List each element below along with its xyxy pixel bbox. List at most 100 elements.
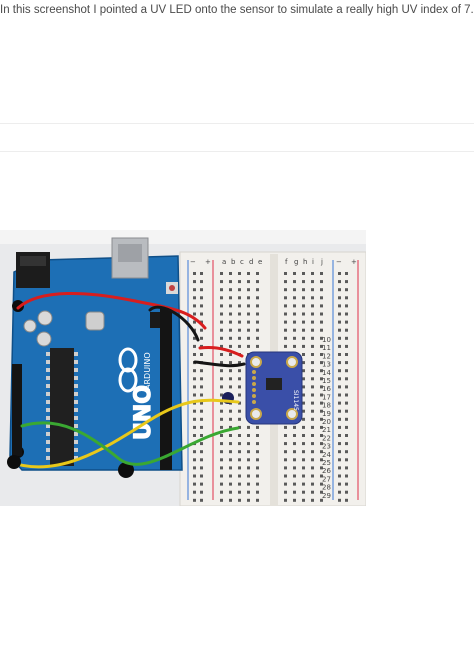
row-number: 15	[322, 377, 331, 385]
breadboard-hole	[238, 466, 241, 470]
breadboard-hole	[284, 312, 287, 316]
sensor-pin	[252, 382, 256, 386]
breadboard-hole	[220, 296, 223, 300]
sensor-pin	[252, 376, 256, 380]
breadboard-hole	[200, 377, 203, 381]
breadboard-hole	[247, 320, 250, 324]
breadboard-hole	[320, 417, 323, 421]
row-number: 16	[322, 385, 331, 393]
breadboard-hole	[238, 344, 241, 348]
breadboard-hole	[193, 393, 196, 397]
breadboard-hole	[302, 272, 305, 275]
breadboard-hole	[193, 409, 196, 413]
sensor-mount-hole	[250, 356, 262, 368]
breadboard-hole	[302, 369, 305, 373]
breadboard-hole	[200, 458, 203, 462]
breadboard-hole	[284, 466, 287, 470]
breadboard-hole	[229, 490, 232, 494]
breadboard-hole	[200, 328, 203, 332]
chip-pin	[74, 432, 78, 436]
breadboard-hole	[320, 409, 323, 413]
breadboard-hole	[311, 482, 314, 486]
breadboard-hole	[345, 353, 348, 356]
wire-green	[20, 421, 240, 466]
breadboard-hole	[238, 280, 241, 284]
breadboard-hole	[320, 425, 323, 429]
breadboard-hole	[247, 425, 250, 429]
breadboard-hole	[247, 442, 250, 446]
chip-pin	[46, 432, 50, 436]
breadboard-hole	[229, 320, 232, 324]
breadboard-hole	[238, 450, 241, 454]
breadboard-hole	[229, 312, 232, 316]
breadboard-hole	[193, 401, 196, 405]
breadboard-hole	[220, 474, 223, 478]
breadboard-hole	[302, 466, 305, 470]
breadboard-hole	[220, 336, 223, 340]
breadboard-hole	[345, 369, 348, 373]
breadboard-hole	[345, 320, 348, 324]
breadboard-hole	[338, 272, 341, 275]
breadboard-hole	[220, 425, 223, 429]
arduino-pcb	[9, 255, 183, 471]
breadboard-hole	[293, 482, 296, 486]
breadboard-hole	[293, 490, 296, 494]
breadboard-hole	[320, 458, 323, 462]
chip-pin	[46, 456, 50, 460]
breadboard-hole	[200, 369, 203, 373]
breadboard-hole	[338, 450, 341, 454]
breadboard-hole	[238, 320, 241, 324]
divider	[0, 151, 474, 152]
breadboard-hole	[200, 409, 203, 413]
breadboard-hole	[311, 344, 314, 348]
breadboard-hole	[338, 336, 341, 340]
breadboard-hole	[311, 385, 314, 389]
breadboard-hole	[200, 288, 203, 292]
breadboard-hole	[311, 442, 314, 446]
breadboard-hole	[238, 442, 241, 446]
arduino-model-text: UNO	[131, 385, 156, 440]
chip-pin	[46, 376, 50, 380]
breadboard-hole	[345, 288, 348, 292]
breadboard-hole	[238, 304, 241, 308]
breadboard-hole	[311, 288, 314, 292]
breadboard-hole	[320, 361, 323, 365]
breadboard-hole	[311, 490, 314, 494]
row-number: 23	[322, 443, 331, 451]
breadboard-hole	[338, 312, 341, 316]
breadboard-hole	[229, 353, 232, 356]
breadboard-hole	[302, 442, 305, 446]
breadboard-hole	[345, 434, 348, 437]
breadboard-hole	[229, 272, 232, 275]
breadboard-hole	[293, 336, 296, 340]
breadboard-hole	[284, 434, 287, 437]
breadboard-hole	[220, 312, 223, 316]
breadboard-hole	[320, 490, 323, 494]
breadboard-hole	[229, 377, 232, 381]
breadboard-hole	[200, 385, 203, 389]
breadboard-hole	[311, 369, 314, 373]
breadboard-hole	[311, 312, 314, 316]
breadboard-hole	[345, 328, 348, 332]
breadboard-hole	[293, 458, 296, 462]
capacitor	[37, 310, 53, 326]
breadboard-hole	[229, 385, 232, 389]
breadboard-hole	[193, 498, 196, 502]
breadboard-hole	[193, 353, 196, 356]
breadboard-hole	[247, 272, 250, 275]
breadboard-hole	[229, 361, 232, 365]
breadboard-hole	[311, 450, 314, 454]
breadboard-hole	[247, 280, 250, 284]
breadboard-hole	[238, 409, 241, 413]
breadboard-hole	[238, 490, 241, 494]
rail-minus-label: −	[190, 258, 196, 266]
sensor-chip	[266, 378, 282, 390]
breadboard-hole	[247, 434, 250, 437]
sensor-pin	[252, 394, 256, 398]
breadboard-hole	[247, 296, 250, 300]
breadboard-hole	[338, 442, 341, 446]
rail-plus-label: +	[205, 258, 211, 266]
breadboard-hole	[200, 304, 203, 308]
